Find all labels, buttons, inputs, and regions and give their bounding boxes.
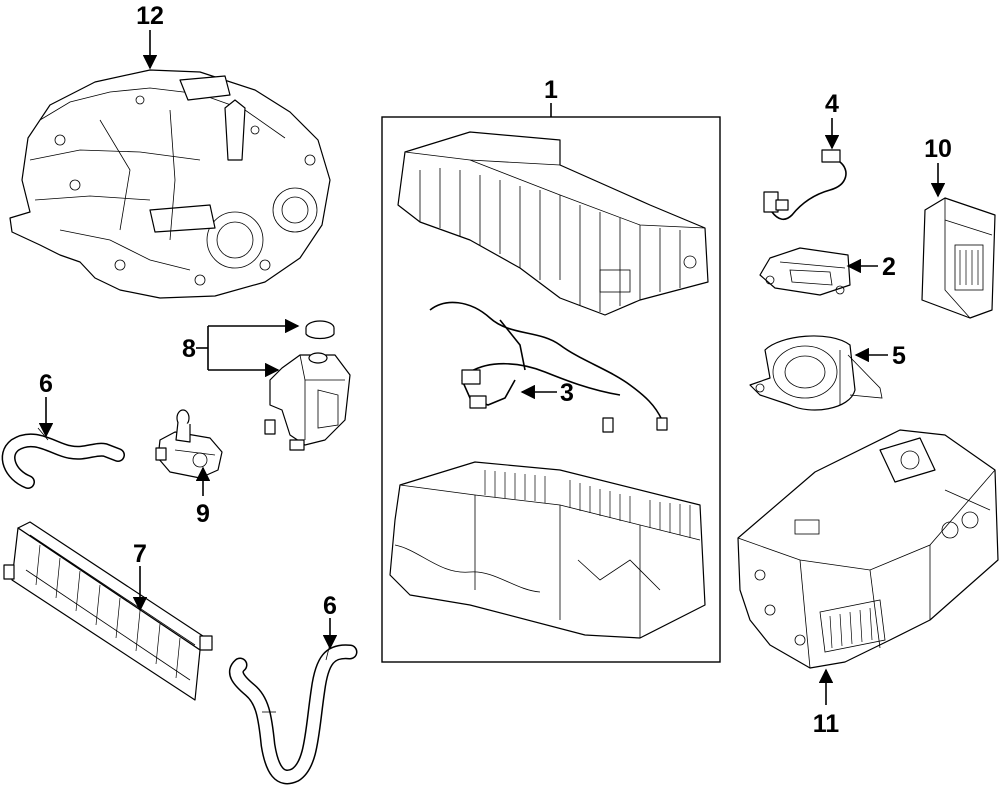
callout-6a: 6 [39,370,53,398]
callout-7: 7 [133,540,147,568]
callout-3: 3 [560,379,574,407]
coolant-hose-upper [1,427,125,489]
callout-5: 5 [892,342,906,370]
radiator [3,521,213,701]
sensor-wire [763,149,847,221]
battery-cell-fins [484,470,691,538]
battery-module-upper [397,131,709,316]
coolant-reservoir [264,320,351,451]
callout-4: 4 [825,90,839,118]
callout-12: 12 [136,2,164,30]
callout-8: 8 [182,335,196,363]
battery-module-lower [389,461,706,639]
callout-9: 9 [196,500,210,528]
cooling-blower [749,335,883,411]
wire-harness [429,301,668,433]
callout-1: 1 [544,76,558,104]
transaxle-assembly [9,69,331,299]
callout-2: 2 [882,253,896,281]
callout-10: 10 [924,135,952,163]
control-module-bracket [759,247,851,296]
callout-6b: 6 [323,592,337,620]
inverter-assembly [737,429,999,669]
coolant-hose-lower [228,643,358,785]
callout-11: 11 [813,710,840,738]
control-unit [921,197,996,319]
water-pump [155,409,223,479]
